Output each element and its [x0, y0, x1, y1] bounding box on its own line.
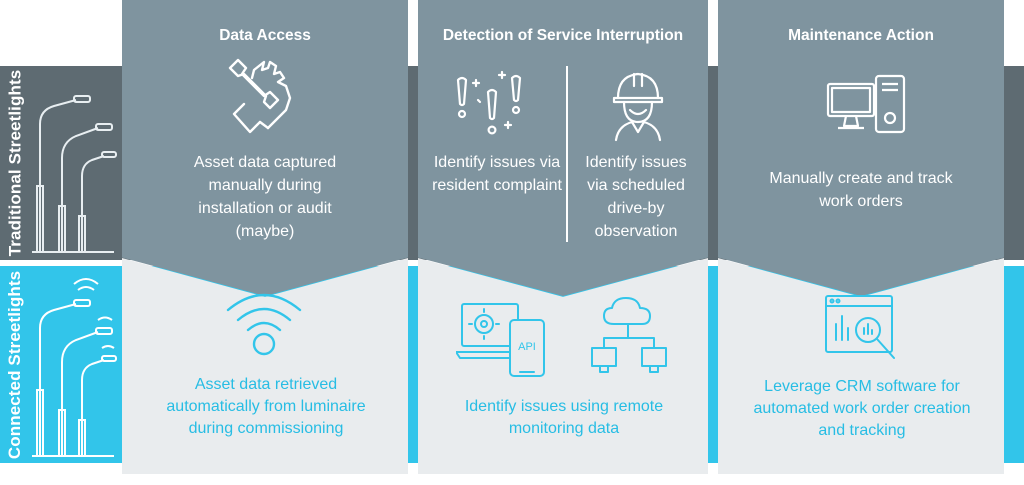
- connected-streetlight-poles-icon: [32, 278, 117, 457]
- traditional-row-label: Traditional Streetlights: [5, 69, 25, 257]
- data-access-traditional-text: Asset data captured manually during inst…: [193, 154, 337, 240]
- wifi-signal-icon: [226, 293, 302, 356]
- data-access-connected-text: Asset data retrieved automatically from …: [166, 376, 366, 437]
- detection-top-panel: [418, 0, 708, 296]
- maintenance-traditional-text: Manually create and track work orders: [769, 170, 953, 210]
- maintenance-title: Maintenance Action: [788, 27, 934, 44]
- detection-traditional-right-text: Identify issues via scheduled drive-by o…: [585, 154, 687, 240]
- exclamation-marks-icon: [456, 70, 522, 135]
- dashboard-magnifier-icon: [825, 295, 895, 359]
- column-divider: [566, 66, 568, 242]
- worker-hardhat-icon: [612, 72, 664, 142]
- detection-connected-text: Identify issues using remote monitoring …: [464, 398, 664, 437]
- maintenance-connected-text: Leverage CRM software for automated work…: [753, 378, 971, 439]
- api-label: API: [518, 341, 536, 353]
- cloud-network-icon: [591, 297, 667, 373]
- data-access-title: Data Access: [219, 27, 311, 44]
- connected-row-label: Connected Streetlights: [5, 270, 24, 459]
- detection-traditional-left-text: Identify issues via resident complaint: [432, 154, 562, 194]
- maintenance-top-panel: [718, 0, 1004, 296]
- detection-title: Detection of Service Interruption: [442, 27, 684, 44]
- data-access-top-panel: [122, 0, 408, 296]
- wrench-hand-icon: [228, 58, 292, 134]
- laptop-api-phone-icon: API: [456, 303, 545, 377]
- desktop-computer-icon: [826, 74, 906, 134]
- traditional-side-panel: Traditional Streetlights: [0, 66, 118, 260]
- connected-side-panel: Connected Streetlights: [0, 266, 118, 463]
- streetlight-poles-icon: [32, 95, 117, 253]
